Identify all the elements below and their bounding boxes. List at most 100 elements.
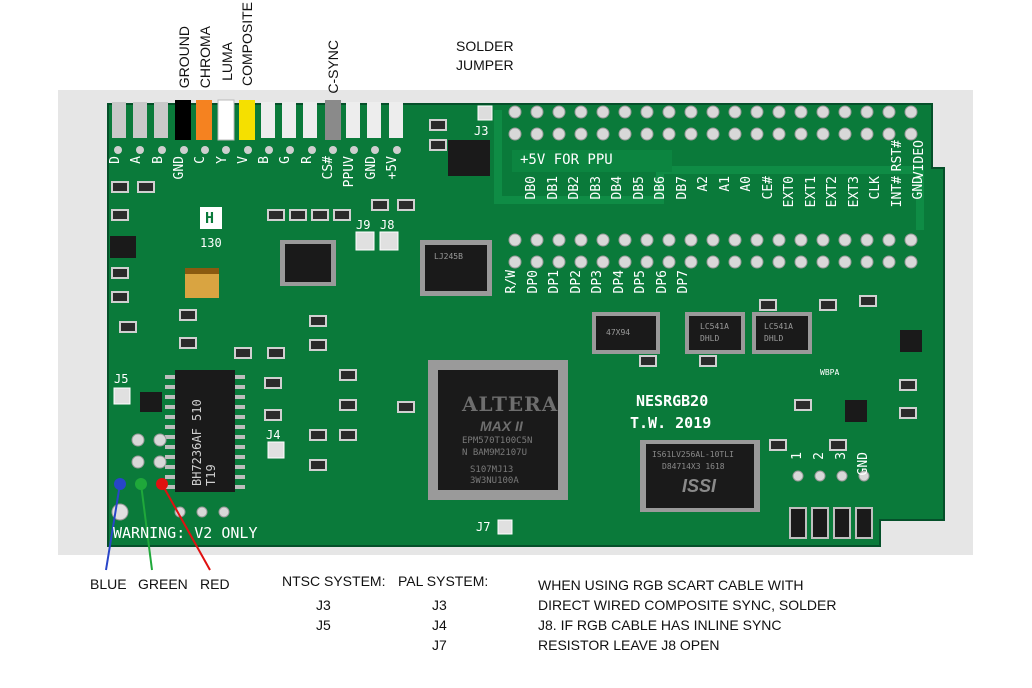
ic-logic1-sub: DHLD [700, 334, 720, 343]
top-pin-label-8: G [278, 156, 294, 164]
mark-h: H [205, 209, 215, 227]
bottom-pin-label-8: DP7 [676, 270, 691, 294]
scart-note-1: WHEN USING RGB SCART CABLE WITH [538, 577, 804, 593]
pal-row-3: J7 [432, 637, 447, 653]
jumper-label-j7: J7 [476, 520, 491, 534]
right-pin-label-15: EXT3 [846, 176, 862, 208]
right-pin-label-2: DB2 [567, 176, 582, 200]
blue-dot [114, 478, 126, 490]
ic-left-part: BH7236AF [190, 428, 204, 486]
top-pin-label-10: CS# [321, 156, 336, 180]
top-right-pin-label-1: VIDEO [912, 140, 927, 180]
bottom-pin-label-1: DP0 [525, 270, 541, 294]
ic-bh7236af [175, 370, 235, 492]
ic-mid: LJ245B [434, 252, 463, 261]
top-pin-label-2: B [150, 156, 166, 164]
top-right-pin-label-0: RST# [890, 140, 905, 172]
jumper-label-j5: J5 [114, 372, 129, 386]
right-pin-label-8: A2 [696, 176, 711, 192]
ic-cpld [438, 370, 558, 490]
right-pin-label-0: DB0 [524, 176, 539, 200]
right-pin-label-14: EXT2 [825, 176, 840, 208]
top-pin-label-9: R [299, 156, 315, 164]
jumper-label-j3: J3 [474, 124, 489, 138]
scart-note-2: DIRECT WIRED COMPOSITE SYNC, SOLDER [538, 597, 837, 613]
cpld-part1: EPM570T100C5N [462, 436, 533, 446]
right-pin-label-13: EXT1 [803, 176, 819, 208]
ic-logic1: LC541A [700, 322, 729, 331]
pal-title: PAL SYSTEM: [398, 573, 489, 589]
cpld-part4: 3W3NU100A [470, 476, 519, 486]
top-right-pins: RST# VIDEO [890, 140, 940, 230]
mark-130: 130 [200, 236, 222, 250]
through-holes-mid [508, 233, 918, 269]
label-blue: BLUE [90, 576, 127, 592]
bottom-pin-label-7: DP6 [654, 270, 670, 294]
top-header-pads [112, 99, 403, 141]
jumper-label-j8: J8 [380, 218, 395, 232]
bottom-pin-label-2: DP1 [547, 270, 562, 294]
right-pin-label-10: A0 [739, 176, 754, 192]
ic-logic2-sub: DHLD [764, 334, 784, 343]
top-pin-label-11: PPUV [342, 156, 358, 188]
ic-sram [646, 444, 754, 508]
ppu-label: +5V FOR PPU [520, 152, 613, 168]
ic-logic2: LC541A [764, 322, 793, 331]
pal-row-1: J3 [432, 597, 447, 613]
right-pin-label-5: DB5 [631, 176, 647, 200]
right-pin-label-3: DB3 [588, 176, 604, 200]
board-credit: T.W. 2019 [630, 414, 712, 432]
right-pin-label-16: CLK [868, 176, 883, 200]
bottom-pin-label-6: DP5 [633, 270, 648, 294]
cpld-part2: N BAM9M2107U [462, 448, 528, 458]
ntsc-row-1: J3 [316, 597, 331, 613]
red-dot [156, 478, 168, 490]
scart-note-3: J8. IF RGB CABLE HAS INLINE SYNC [538, 617, 782, 633]
ntsc-row-2: J5 [316, 617, 331, 633]
sram-line1: IS61LV256AL-10TLI [652, 450, 734, 459]
jumper-label-j9: J9 [356, 218, 371, 232]
label-solder: SOLDER [456, 38, 514, 54]
through-holes-top [508, 105, 918, 141]
right-pin-label-1: DB1 [545, 176, 561, 200]
right-pin-label-6: DB6 [653, 176, 668, 200]
label-red: RED [200, 576, 230, 592]
bottom-pin-label-3: DP2 [568, 270, 584, 294]
top-pin-label-4: C [193, 156, 209, 164]
top-pin-label-0: D [108, 156, 123, 164]
bottom-pin-label-4: DP3 [590, 270, 605, 294]
small-mark: WBPA [820, 368, 840, 377]
top-pin-label-1: A [129, 156, 145, 164]
ntsc-title: NTSC SYSTEM: [282, 573, 386, 589]
top-pin-label-3: GND [171, 156, 187, 180]
green-dot [135, 478, 147, 490]
label-green: GREEN [138, 576, 188, 592]
side-pin-label-1: 2 [812, 452, 827, 460]
sram-brand: ISSI [682, 476, 717, 496]
right-pin-label-9: A1 [717, 176, 733, 192]
label-jumper: JUMPER [456, 57, 514, 73]
cpld-part3: S107MJ13 [470, 465, 514, 475]
board-title: NESRGB20 [636, 392, 709, 410]
side-pin-label-2: 3 [834, 452, 849, 460]
right-pin-label-12: EXT0 [782, 176, 797, 208]
side-pin-label-3: GND [856, 452, 871, 476]
jumper-label-j4: J4 [266, 428, 281, 442]
top-pin-label-13: +5V [384, 156, 400, 180]
top-pin-label-7: B [257, 156, 273, 164]
ic-left-label: BH7236AF 510 T19 [190, 376, 230, 486]
warning-text: WARNING: V2 ONLY [113, 524, 258, 542]
scart-note-4: RESISTOR LEAVE J8 OPEN [538, 637, 720, 653]
top-pin-label-5: Y [214, 156, 230, 164]
ic-small: 47X94 [606, 328, 631, 337]
top-pin-label-12: GND [363, 156, 379, 180]
right-pin-label-11: CE# [760, 176, 776, 200]
bottom-pin-label-5: DP4 [611, 270, 627, 294]
pal-row-2: J4 [432, 617, 447, 633]
cpld-brand: ALTERA [462, 392, 559, 416]
